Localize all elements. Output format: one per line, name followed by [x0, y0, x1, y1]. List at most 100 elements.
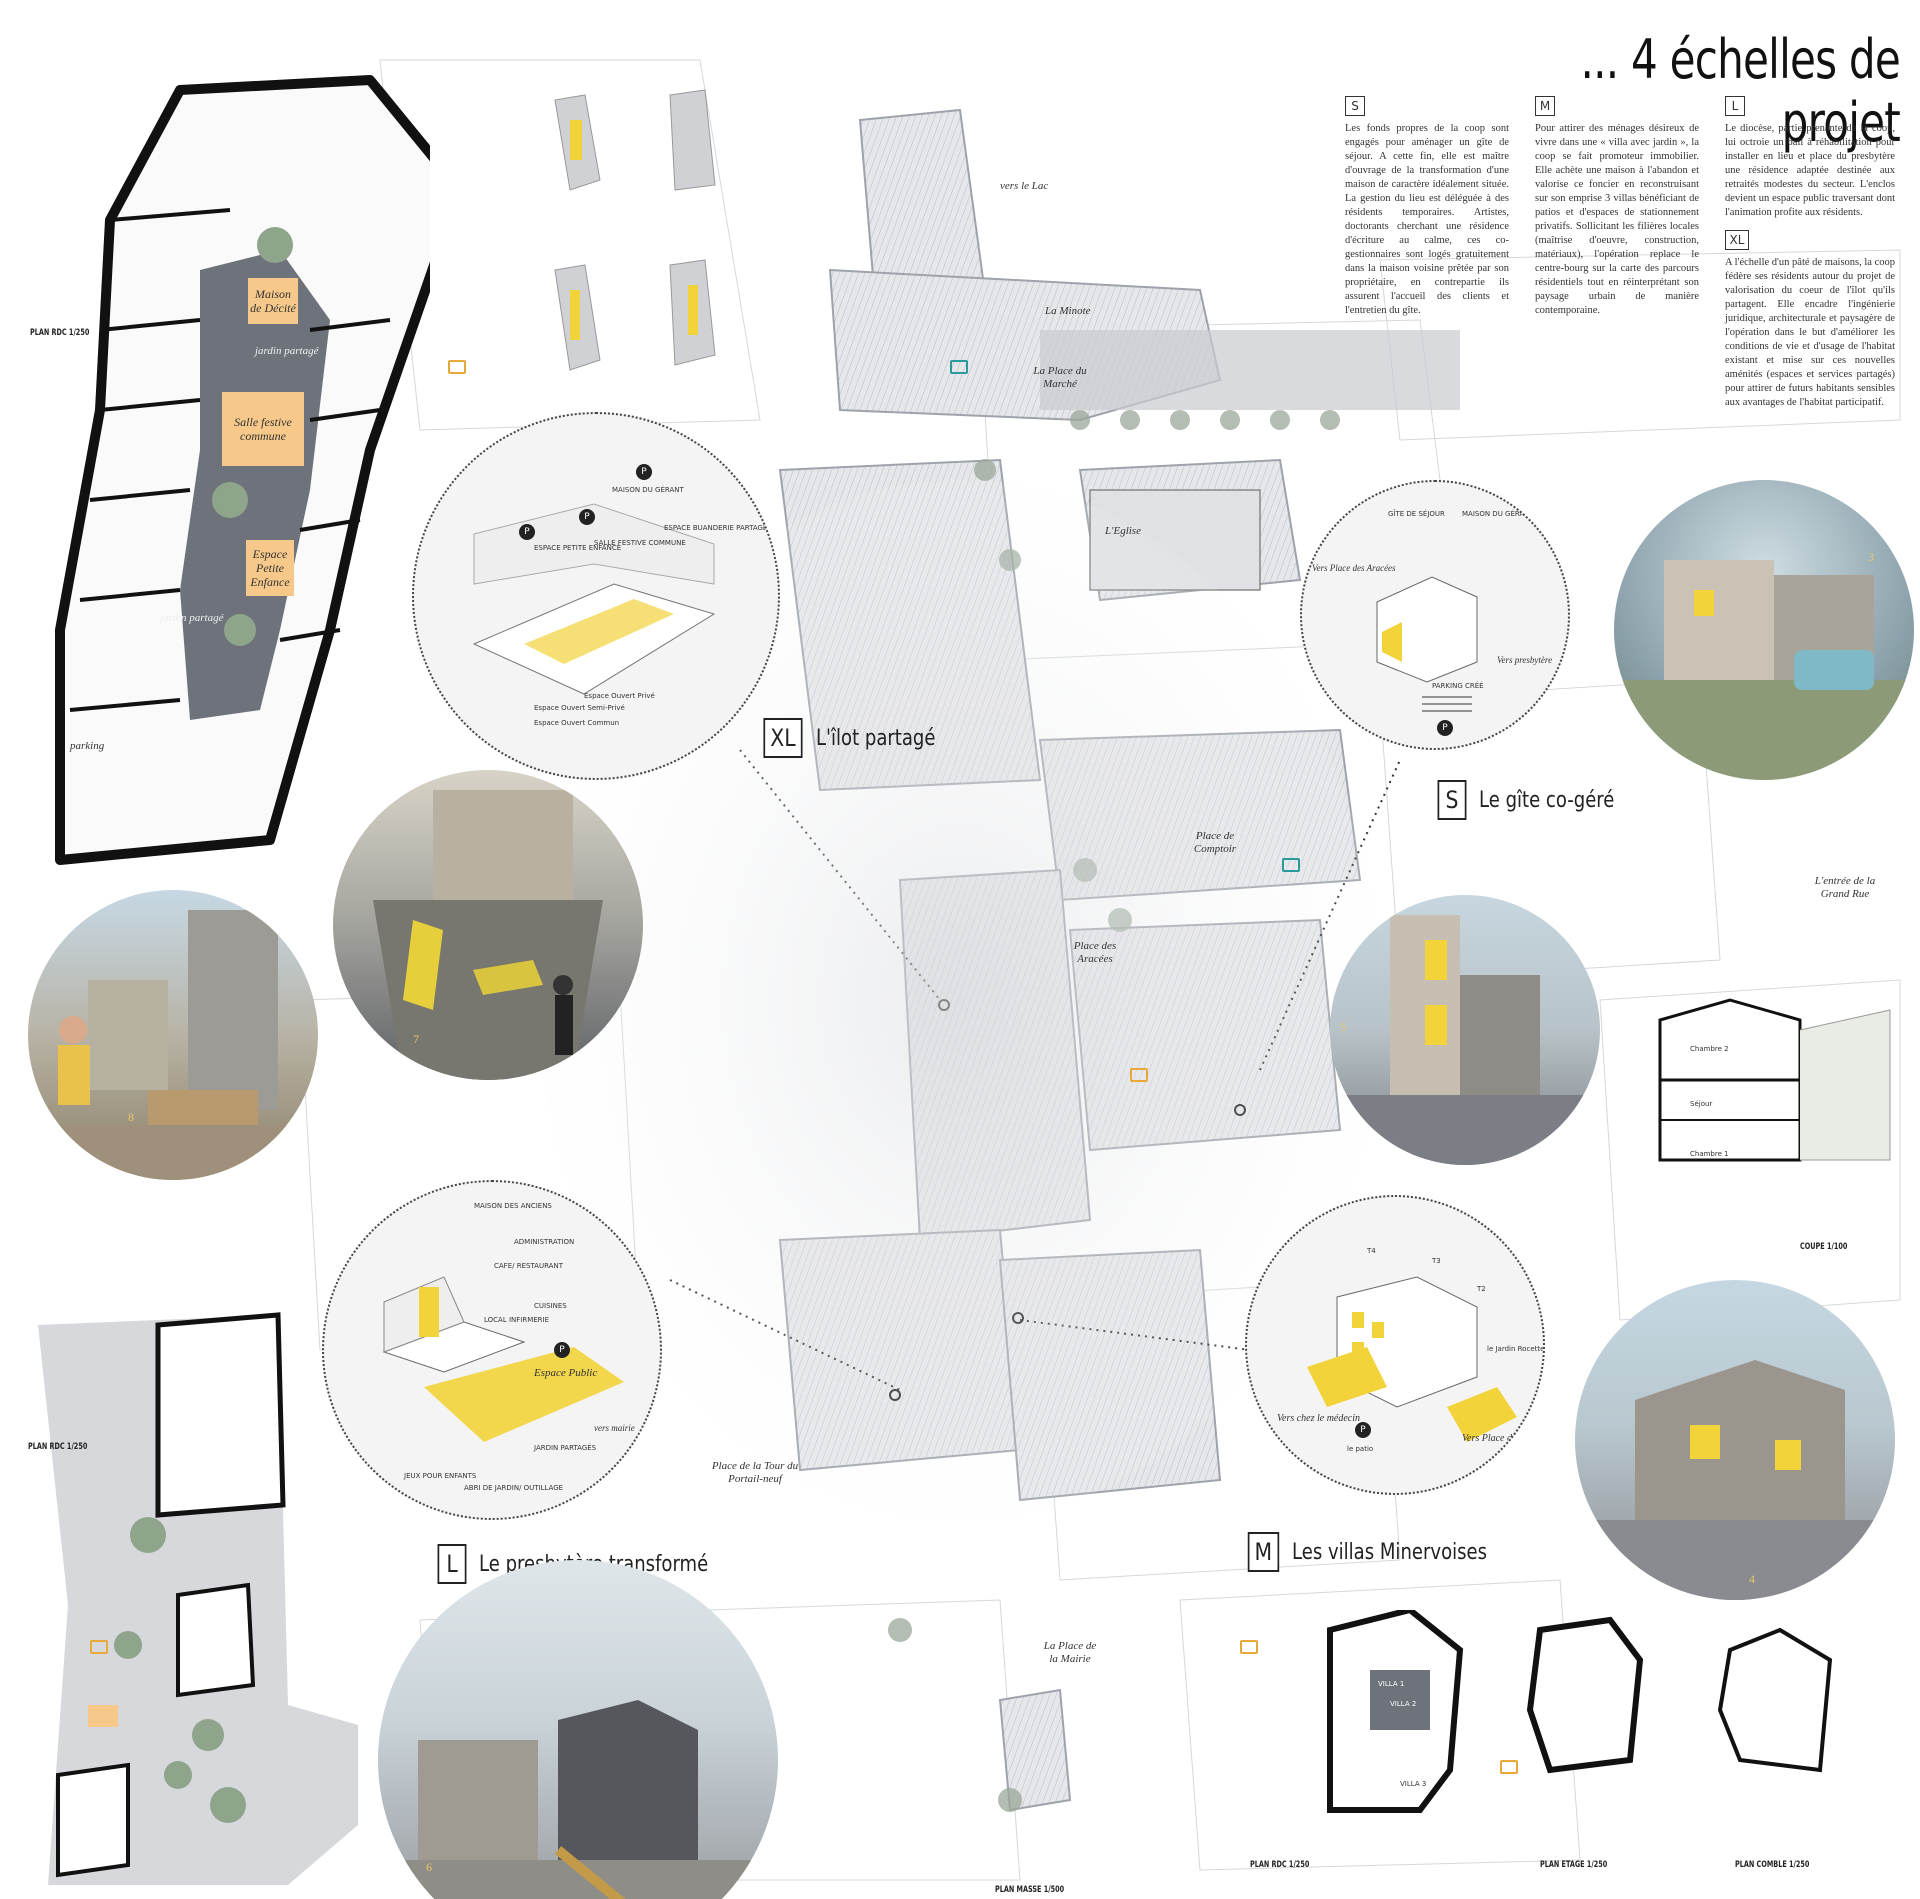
section-title-s: S Le gîte co-géré — [1435, 780, 1644, 820]
m-label-villa1: VILLA 1 — [1378, 1680, 1405, 1688]
xl-label-petite: ESPACE PETITE ENFANCE — [534, 544, 622, 552]
m-label-t2: T2 — [1477, 1285, 1486, 1293]
xl-axonometric-diagram: P P P MAISON DU GÉRANT ESPACE PETITE ENF… — [412, 412, 780, 780]
m-label-villa3: VILLA 3 — [1400, 1780, 1427, 1788]
camera-icon — [1240, 1640, 1258, 1654]
place-label-tour: Place de la Tour du Portail-neuf — [711, 1460, 799, 1485]
place-label-eglise: L'Eglise — [1105, 525, 1141, 537]
xl-label-salle: SALLE FESTIVE COMMUNE — [594, 539, 686, 547]
section-label: Les villas Minervoises — [1291, 1539, 1487, 1565]
l-label-cafe: CAFE/ RESTAURANT — [494, 1262, 563, 1270]
photo-courtyard-man: 8 — [28, 890, 318, 1180]
camera-icon — [448, 360, 466, 374]
parking-icon: P — [636, 464, 652, 480]
coupe-label-sejour: Séjour — [1690, 1100, 1713, 1108]
l-axonometric-diagram: MAISON DES ANCIENS ADMINISTRATION CAFE/ … — [322, 1180, 662, 1520]
section-drawing — [1658, 998, 1891, 1162]
s-label-gite: GÎTE DE SÉJOUR — [1388, 510, 1445, 518]
photo-number: 5 — [1340, 1020, 1346, 1034]
xl-floor-plan — [55, 75, 430, 865]
l-label-abri: ABRI DE JARDIN/ OUTILLAGE — [464, 1484, 564, 1492]
l-floor-plan — [38, 1312, 358, 1885]
column-tag: M — [1535, 96, 1555, 116]
photo-number: 7 — [413, 1032, 419, 1046]
xl-label-buanderie: ESPACE BUANDERIE PARTAGÉ — [664, 524, 768, 532]
plan-label-jardin: jardin partagé — [255, 345, 319, 357]
plan-room-maison: Maison de Décité — [248, 278, 298, 324]
l-label-local: LOCAL INFIRMERIE — [484, 1316, 550, 1324]
xl-mini-diagrams — [554, 89, 716, 371]
s-label-vers-presbytere: Vers presbytère — [1497, 655, 1553, 665]
photo-presbytere-drawing — [378, 1700, 778, 1899]
column-tag: XL — [1725, 230, 1749, 250]
column-tag: L — [1725, 96, 1745, 116]
section-tag: M — [1247, 1532, 1279, 1572]
s-axonometric-diagram: GÎTE DE SÉJOUR MAISON DU GÉRANT PARKING … — [1300, 480, 1570, 750]
place-label-minote: La Minote — [1045, 305, 1091, 317]
parking-icon: P — [1355, 1422, 1371, 1438]
l-label-admin: ADMINISTRATION — [514, 1238, 575, 1246]
m-floor-plans — [1327, 1610, 1833, 1813]
camera-icon — [1130, 1068, 1148, 1082]
place-label-mairie: La Place de la Mairie — [1043, 1640, 1097, 1665]
m-label-vers-place: Vers Place des Aracées — [1462, 1433, 1543, 1444]
coupe-label-chambre1: Chambre 1 — [1690, 1150, 1729, 1158]
plan-label-parking: parking — [70, 740, 105, 752]
photo-villa-cube: 4 — [1575, 1280, 1895, 1600]
text-column-s: S Les fonds propres de la coop sont enga… — [1345, 96, 1509, 318]
camera-icon — [1500, 1760, 1518, 1774]
photo-villa-street: 5 — [1330, 895, 1600, 1165]
l-label-jeux: JEUX POUR ENFANTS — [404, 1472, 477, 1480]
section-tag: S — [1437, 780, 1467, 820]
photo-presbytere: 6 — [378, 1560, 778, 1899]
photo-villa-street-drawing — [1330, 915, 1600, 1165]
m-axonometric-diagram: T4 T3 T2 le Jardin Rocette Vers chez le … — [1245, 1195, 1545, 1495]
column-text: Le diocèse, partie prenante de la coop, … — [1725, 123, 1895, 218]
m-label-villa2: VILLA 2 — [1390, 1700, 1417, 1708]
photo-number: 3 — [1868, 550, 1874, 564]
photo-ilot-court-drawing — [373, 790, 603, 1080]
scale-plan-rdc-l: PLAN RDC 1/250 — [28, 1442, 88, 1452]
place-label-aracees: Place des Aracées — [1073, 940, 1117, 965]
parking-icon: P — [519, 524, 535, 540]
m-axonometric-drawing — [1307, 1276, 1517, 1442]
camera-icon — [950, 360, 968, 374]
photo-number: 6 — [426, 1860, 432, 1874]
xl-label-commun: Espace Ouvert Commun — [534, 719, 620, 727]
photo-ilot-court: 7 — [333, 770, 643, 1080]
scale-plan-rdc-m: PLAN RDC 1/250 — [1250, 1860, 1310, 1870]
xl-axonometric-drawing — [472, 503, 716, 695]
text-column-l: L Le diocèse, partie prenante de la coop… — [1725, 96, 1895, 410]
place-label-comptoir: Place de Comptoir — [1193, 830, 1237, 855]
s-label-maison: MAISON DU GÉRANT — [1462, 510, 1534, 518]
section-tag: XL — [763, 718, 803, 758]
column-text: Les fonds propres de la coop sont engagé… — [1345, 123, 1509, 316]
place-label-marche: La Place du Marché — [1033, 365, 1087, 390]
scale-plan-rdc: PLAN RDC 1/250 — [30, 328, 90, 338]
parking-icon: P — [579, 509, 595, 525]
l-label-anciens: MAISON DES ANCIENS — [474, 1202, 552, 1210]
section-tag: L — [437, 1544, 467, 1584]
photo-villa-cube-drawing — [1575, 1360, 1895, 1600]
photo-gite-drawing — [1614, 560, 1914, 780]
parking-icon: P — [1437, 720, 1453, 736]
section-label: Le gîte co-géré — [1479, 787, 1615, 813]
text-column-m: M Pour attirer des ménages désireux de v… — [1535, 96, 1699, 318]
section-label: L'îlot partagé — [815, 725, 936, 751]
column-text: Pour attirer des ménages désireux de viv… — [1535, 123, 1699, 316]
m-label-patio: le patio — [1347, 1445, 1374, 1453]
section-title-xl: XL L'îlot partagé — [760, 718, 962, 758]
coupe-label-chambre2: Chambre 2 — [1690, 1045, 1729, 1053]
photo-gite: 3 — [1614, 480, 1914, 780]
m-label-jardin: le Jardin Rocette — [1487, 1345, 1545, 1353]
plan-room-espace: Espace Petite Enfance — [246, 540, 294, 596]
m-label-t3: T3 — [1432, 1257, 1441, 1265]
m-label-t4: T4 — [1367, 1247, 1376, 1255]
plan-room-salle: Salle festive commune — [222, 392, 304, 466]
xl-label-semi: Espace Ouvert Semi-Privé — [534, 704, 625, 712]
l-label-mairie: vers mairie — [594, 1423, 635, 1433]
photo-courtyard-man-drawing — [28, 910, 318, 1180]
column-text: A l'échelle d'un pâté de maisons, la coo… — [1725, 257, 1895, 408]
l-label-jardins: JARDIN PARTAGÉS — [534, 1444, 597, 1452]
